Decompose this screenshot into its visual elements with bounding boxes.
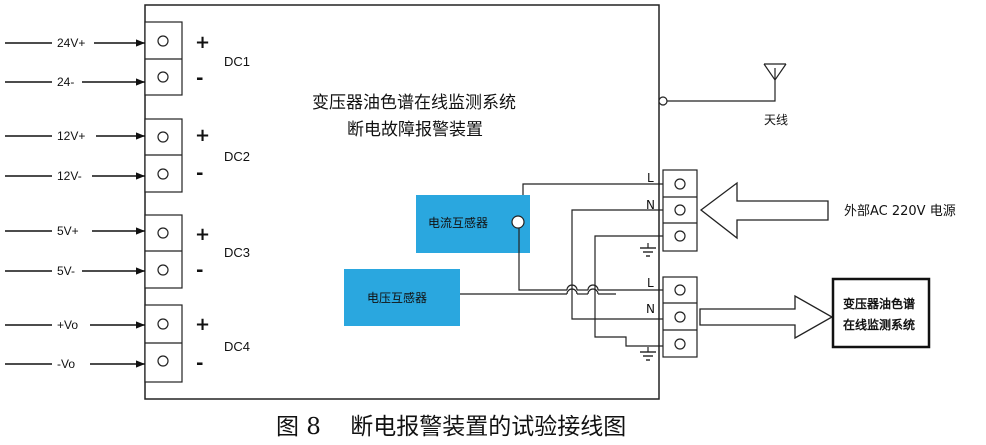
dc4-label: DC4	[224, 339, 250, 354]
monitoring-system-line2: 在线监测系统	[843, 317, 915, 332]
dc4-neg-label: -Vo	[57, 357, 75, 371]
terminal-l-lower: L	[647, 276, 654, 290]
antenna-icon	[658, 63, 787, 106]
dc3-group: 5V+ 5V- + - DC3	[5, 214, 250, 289]
dc3-minus: -	[196, 260, 203, 281]
dc3-plus: +	[195, 224, 210, 245]
dc4-pos-label: +Vo	[57, 318, 78, 332]
antenna-label: 天线	[764, 113, 788, 127]
terminal-screw	[157, 355, 169, 367]
terminal-screw	[157, 168, 169, 180]
terminal-l-upper: L	[647, 171, 654, 185]
ground-icon	[640, 243, 656, 257]
dc1-pos-label: 24V+	[57, 36, 85, 50]
terminal-screw	[674, 178, 686, 190]
dc2-minus: -	[196, 163, 203, 184]
output-terminal-block	[662, 276, 698, 358]
dc4-plus: +	[195, 314, 210, 335]
terminal-n-lower: N	[646, 302, 655, 316]
dc2-neg-label: 12V-	[57, 169, 82, 183]
external-ac-label: 外部AC 220V 电源	[844, 204, 956, 219]
terminal-screw	[674, 338, 686, 350]
ac-input-arrow-icon	[699, 181, 829, 240]
terminal-screw	[674, 230, 686, 242]
ct-coil-icon	[511, 215, 525, 229]
dc4-minus: -	[196, 353, 203, 374]
device-title-line1: 变压器油色谱在线监测系统	[312, 93, 516, 113]
dc2-plus: +	[195, 125, 210, 146]
terminal-screw	[157, 71, 169, 83]
dc4-group: +Vo -Vo + - DC4	[5, 304, 250, 383]
dc1-neg-label: 24-	[57, 75, 74, 89]
output-arrow-icon	[699, 294, 834, 340]
monitoring-system-line1: 变压器油色谱	[843, 296, 915, 311]
dc2-label: DC2	[224, 149, 250, 164]
terminal-screw	[157, 318, 169, 330]
terminal-screw	[674, 284, 686, 296]
device-title-line2: 断电故障报警装置	[347, 120, 483, 140]
dc3-label: DC3	[224, 245, 250, 260]
dc3-neg-label: 5V-	[57, 264, 75, 278]
terminal-screw	[157, 227, 169, 239]
dc1-label: DC1	[224, 54, 250, 69]
internal-wiring	[460, 183, 663, 347]
dc2-pos-label: 12V+	[57, 129, 85, 143]
dc1-plus: +	[195, 32, 210, 53]
terminal-screw	[674, 204, 686, 216]
voltage-transformer-label: 电压互感器	[367, 290, 427, 305]
dc1-group: 24V+ 24- + - DC1	[5, 21, 250, 96]
terminal-screw	[157, 131, 169, 143]
voltage-transformer-box	[344, 269, 460, 326]
monitoring-system-box	[831, 277, 931, 349]
terminal-screw	[674, 311, 686, 323]
dc2-group: 12V+ 12V- + - DC2	[5, 118, 250, 193]
current-transformer-label: 电流互感器	[428, 215, 488, 230]
dc1-minus: -	[196, 68, 203, 89]
device-box	[144, 4, 660, 400]
figure-caption: 图 8 断电报警装置的试验接线图	[276, 414, 626, 440]
terminal-n-upper: N	[646, 198, 655, 212]
dc3-pos-label: 5V+	[57, 224, 79, 238]
terminal-screw	[157, 35, 169, 47]
current-transformer-box	[416, 195, 530, 253]
ac-input-terminal-block	[662, 169, 698, 252]
terminal-screw	[157, 264, 169, 276]
ground-icon	[640, 347, 656, 361]
